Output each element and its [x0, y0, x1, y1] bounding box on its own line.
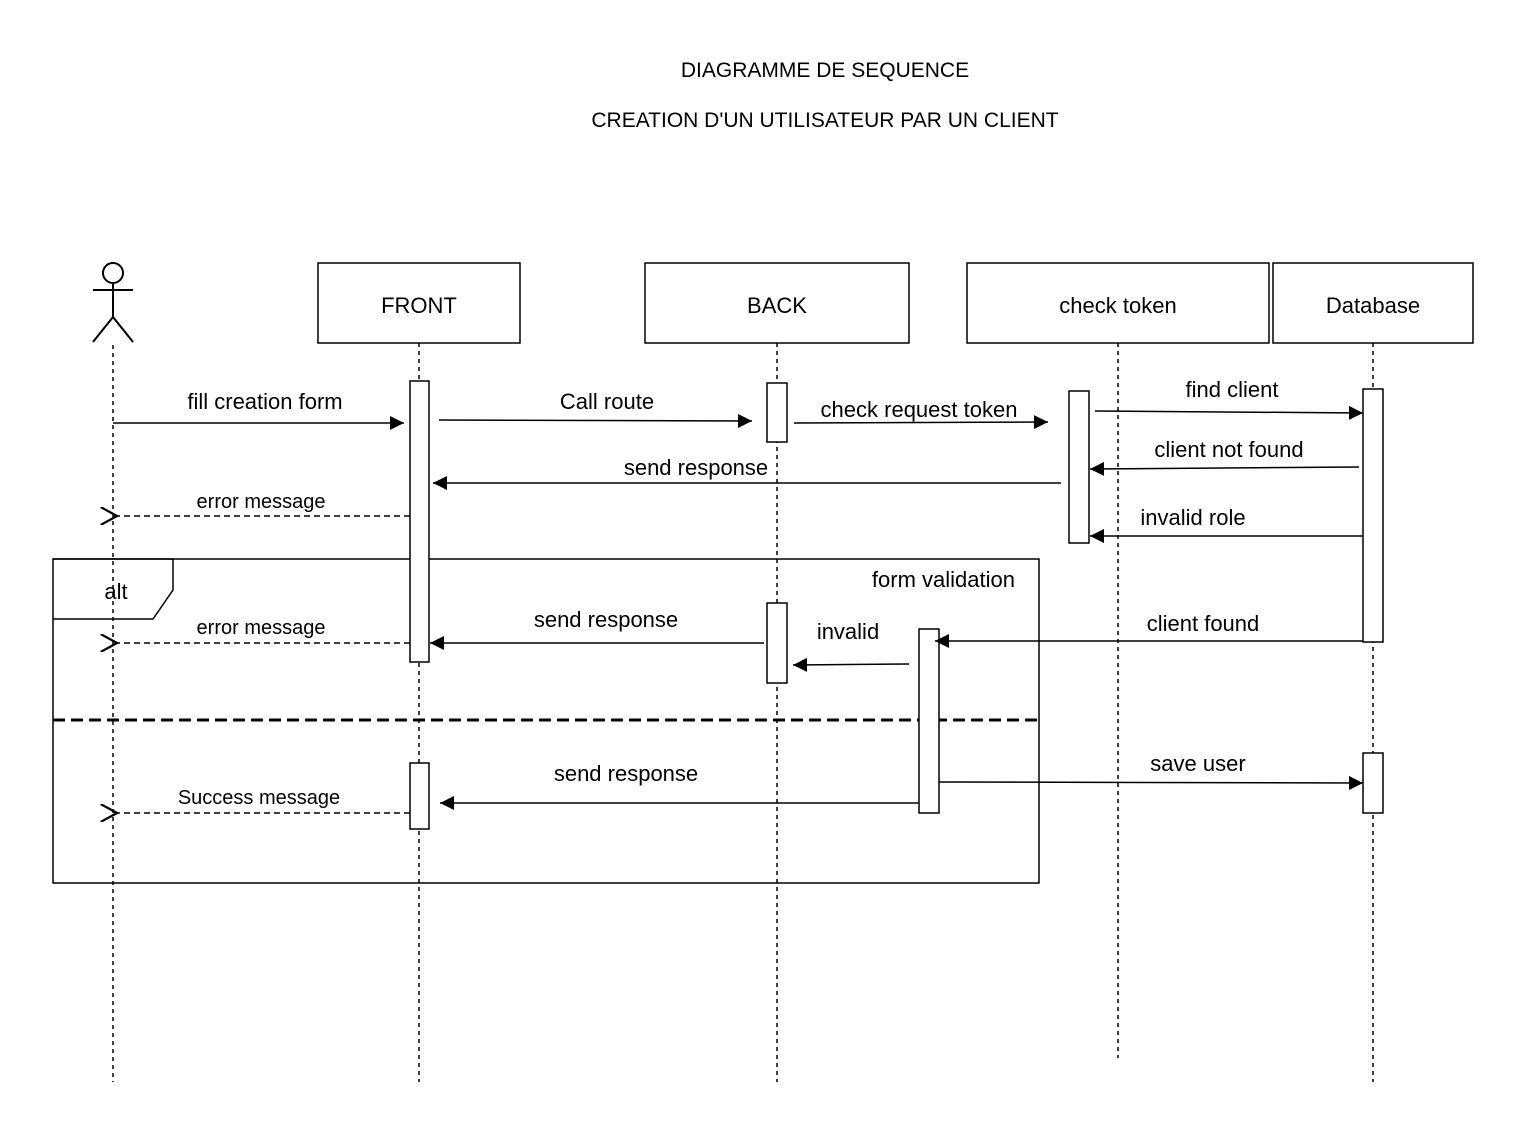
- alt-guard-label: form validation: [872, 567, 1015, 592]
- message-check-request-token: [793, 415, 1049, 430]
- activation-form-validation: [918, 628, 940, 814]
- message-label: save user: [1150, 751, 1245, 776]
- message-save-user: [938, 775, 1364, 790]
- message-label: invalid role: [1140, 505, 1245, 530]
- message-label: send response: [624, 455, 768, 480]
- participant-front: FRONT: [317, 262, 521, 344]
- actor-user: [92, 262, 134, 343]
- message-label: send response: [534, 607, 678, 632]
- participant-back-label: BACK: [747, 293, 807, 318]
- message-invalid: [792, 657, 910, 672]
- alt-operator-label: alt: [104, 579, 127, 604]
- participant-database: Database: [1272, 262, 1474, 344]
- message-label: Call route: [560, 389, 654, 414]
- activation-database-1: [1362, 388, 1384, 643]
- message-label: fill creation form: [187, 389, 342, 414]
- message-label: invalid: [817, 619, 879, 644]
- message-label: client not found: [1154, 437, 1303, 462]
- activation-check-token: [1068, 390, 1090, 544]
- activation-front-2: [409, 762, 430, 830]
- activation-database-2: [1362, 752, 1384, 814]
- message-label: find client: [1186, 377, 1279, 402]
- activation-back-1: [766, 382, 788, 443]
- participant-check-token-label: check token: [1059, 293, 1176, 318]
- message-label: Success message: [178, 787, 340, 809]
- message-call-route: [438, 413, 753, 428]
- diagram-title: DIAGRAMME DE SEQUENCE: [680, 59, 970, 82]
- activation-back-2: [766, 602, 788, 684]
- participant-database-label: Database: [1326, 293, 1420, 318]
- message-label: client found: [1147, 611, 1260, 636]
- message-find-client: [1094, 405, 1364, 420]
- activation-front-1: [409, 380, 430, 663]
- message-label: send response: [554, 761, 698, 786]
- alt-fragment: alt form validation: [52, 558, 1040, 884]
- message-label: error message: [197, 617, 326, 639]
- participant-back: BACK: [644, 262, 910, 344]
- message-label: check request token: [821, 397, 1018, 422]
- diagram-subtitle: CREATION D'UN UTILISATEUR PAR UN CLIENT: [591, 109, 1059, 132]
- message-client-not-found: [1089, 461, 1360, 476]
- participant-front-label: FRONT: [381, 293, 457, 318]
- message-label: error message: [197, 491, 326, 513]
- participant-check-token: check token: [966, 262, 1270, 344]
